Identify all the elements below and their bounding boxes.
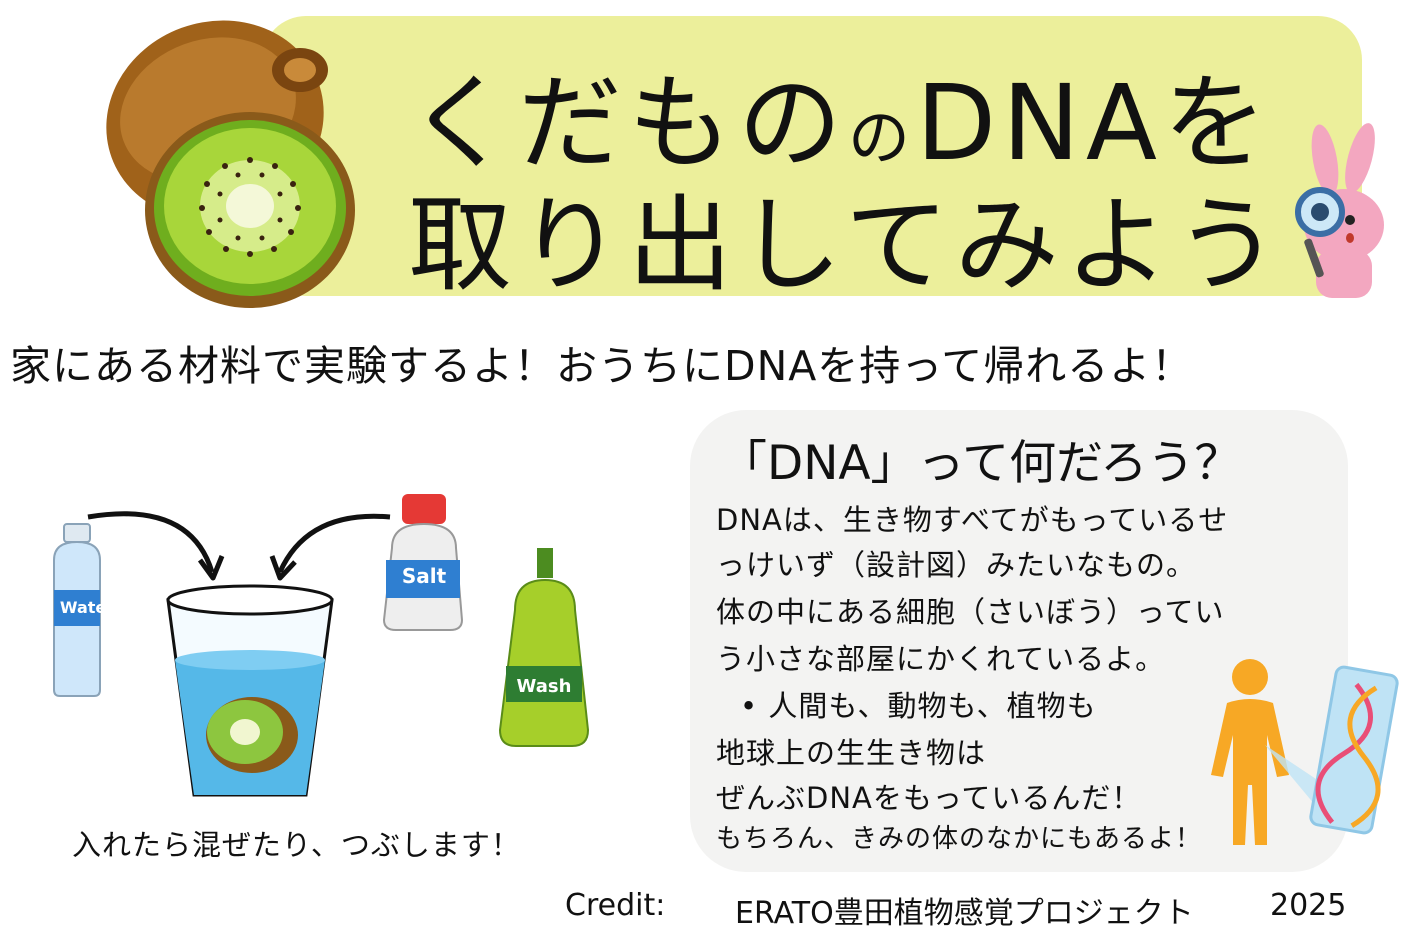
- experiment-illustration: [53, 494, 590, 797]
- credit-year: 2025: [1270, 888, 1347, 923]
- info-line: 地球上の生生き物は: [716, 736, 987, 770]
- info-bullet-item: • 人間も、動物も、植物も: [740, 689, 1097, 723]
- illustration-caption: 入れたら混ぜたり、つぶします！: [72, 828, 521, 862]
- wash-bottle: [498, 548, 590, 747]
- credit-organization: ERATO豊田植物感覚プロジェクト: [735, 896, 1194, 931]
- rabbit-magnifier-illustration: [1295, 123, 1384, 298]
- info-heading: 「DNA」って何だろう？: [720, 436, 1242, 491]
- title-banner: [262, 16, 1362, 296]
- info-line: DNAは、生き物すべてがもっているせ: [716, 503, 1229, 537]
- water-label: Water: [59, 598, 115, 617]
- human-dna-illustration: [1211, 659, 1399, 845]
- info-line: 体の中にある細胞（さいぼう）ってい: [716, 595, 1225, 629]
- info-line: もちろん、きみの体のなかにもあるよ！: [716, 824, 1203, 854]
- page-title-line1: くだもののDNAを: [408, 62, 1274, 184]
- salt-label: Salt: [401, 564, 447, 588]
- wash-label: Wash: [516, 676, 572, 697]
- info-line: っけいず（設計図）みたいなもの。: [716, 548, 1197, 582]
- credit-label: Credit:: [565, 888, 666, 923]
- water-bottle: [53, 523, 101, 697]
- page-title-line2: 取り出してみよう: [408, 184, 1285, 306]
- salt-bottle: [382, 494, 464, 631]
- kiwi-illustration: [106, 20, 355, 308]
- info-line: う小さな部屋にかくれているよ。: [716, 642, 1166, 676]
- info-line: ぜんぶDNAをもっているんだ！: [716, 781, 1142, 815]
- subtitle: 家にある材料で実験するよ！おうちにDNAを持って帰れるよ！: [10, 342, 1194, 390]
